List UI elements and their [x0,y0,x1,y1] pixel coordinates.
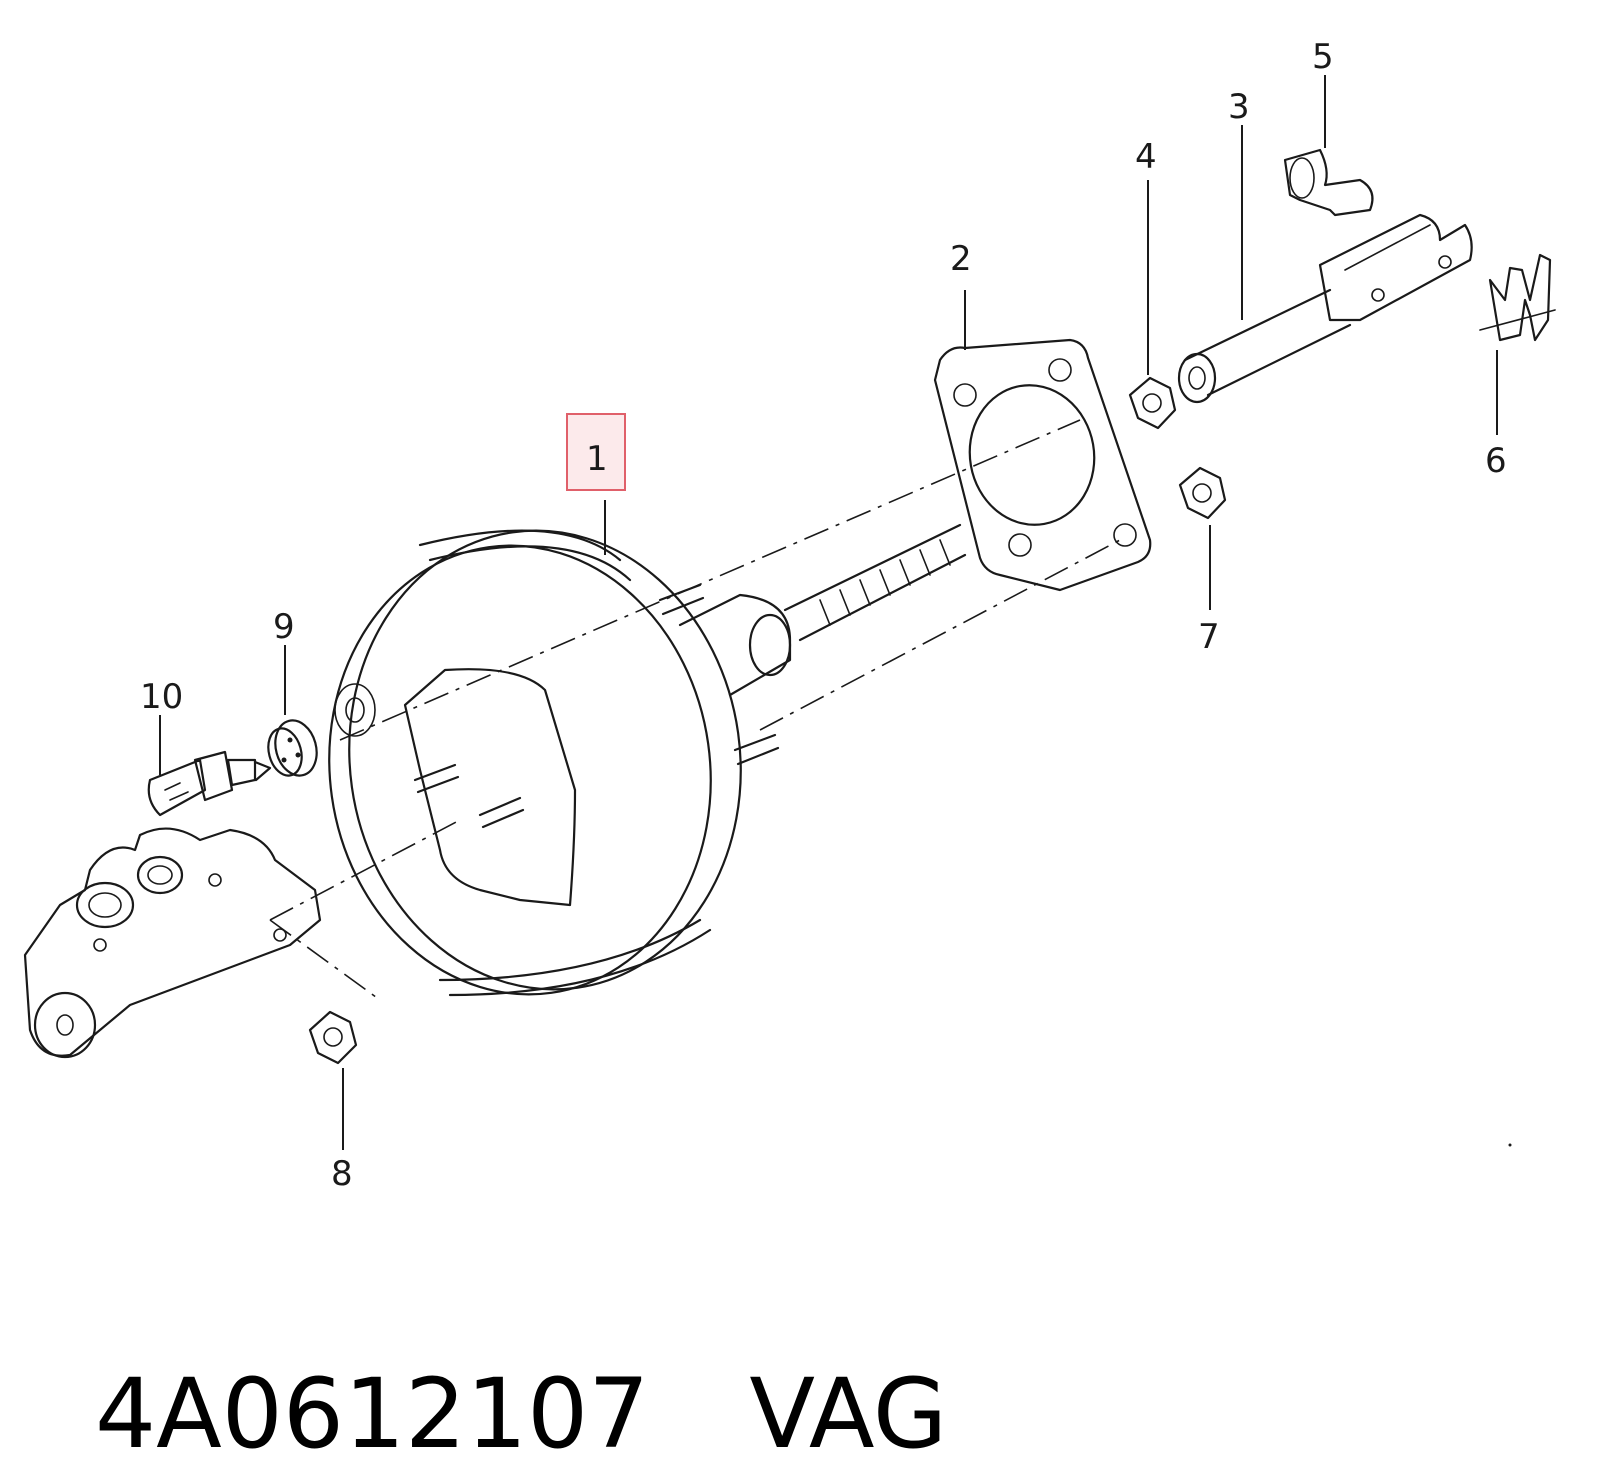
leader-lines [159,75,1498,1150]
callout-1-highlight [566,413,626,491]
callout-8[interactable]: 8 [331,1154,353,1194]
callout-labels: 1 2 3 4 5 6 7 8 9 10 [140,37,1507,1194]
pin-bolt-part[interactable] [1283,148,1374,217]
speck [1508,1143,1512,1147]
callout-2[interactable]: 2 [950,239,972,279]
axis-lines [269,419,1121,1001]
callout-1[interactable]: 1 [586,439,608,479]
gasket-part[interactable] [933,338,1152,592]
retaining-clip-part[interactable] [1479,253,1556,342]
master-cylinder [23,827,322,1059]
nut-part-7[interactable] [1178,466,1227,520]
callout-5[interactable]: 5 [1312,37,1334,77]
callout-6[interactable]: 6 [1485,441,1507,481]
brake-booster-part[interactable] [301,505,967,1019]
vacuum-fitting-part[interactable] [147,750,272,817]
nut-part-4[interactable] [1128,376,1177,430]
brand-name: VAG [749,1358,948,1470]
callout-9[interactable]: 9 [273,607,295,647]
nut-part-8[interactable] [308,1010,358,1065]
callout-3[interactable]: 3 [1228,87,1250,127]
seal-grommet-part[interactable] [263,716,322,780]
clevis-rod-part[interactable] [1177,213,1473,404]
part-number: 4A0612107 [95,1358,650,1470]
callout-7[interactable]: 7 [1198,617,1220,657]
callout-4[interactable]: 4 [1135,137,1157,177]
callout-10[interactable]: 10 [140,677,183,717]
